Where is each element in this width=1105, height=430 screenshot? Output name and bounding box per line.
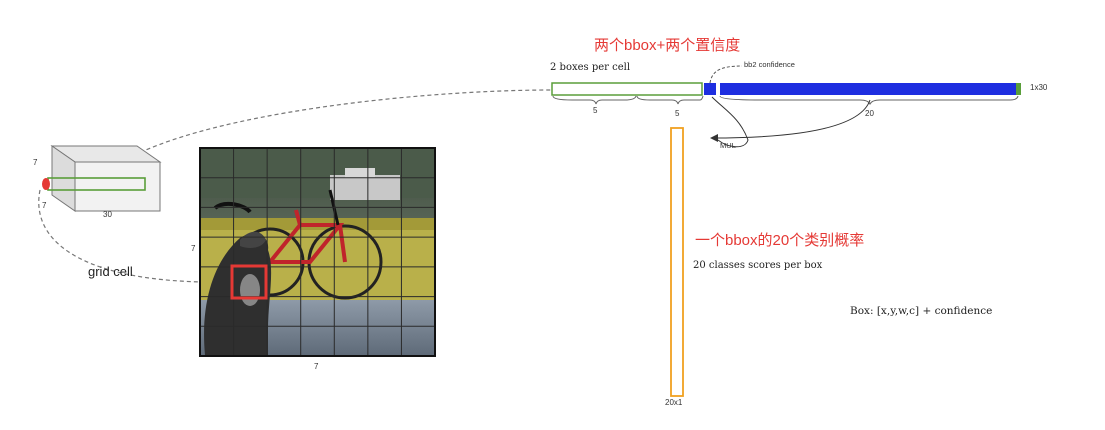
- class-scores-segment-blue: [720, 83, 1018, 95]
- dog-bicycle-photo: [200, 148, 435, 356]
- boxes-per-cell-label: 2 boxes per cell: [550, 62, 631, 73]
- image-grid-border: [199, 147, 436, 357]
- cube-to-gridcell-connector: [38, 189, 206, 283]
- bbox-segment-green: [551, 82, 703, 96]
- segment-5a-label: 5: [593, 106, 598, 115]
- grid-left-label: 7: [191, 244, 196, 253]
- box-formula-label: Box: [x,y,w,c] + confidence: [850, 305, 993, 317]
- class-vector-size-label: 20x1: [665, 398, 683, 407]
- cube-height-label: 7: [33, 158, 38, 167]
- output-vector-bar: [551, 82, 1021, 96]
- vector-size-label: 1x30: [1030, 83, 1048, 92]
- vector-braces: [552, 95, 1019, 106]
- cube-depth-label: 7: [42, 201, 47, 210]
- top-annotation: 两个bbox+两个置信度: [594, 37, 741, 54]
- class-scores-label: 20 classes scores per box: [693, 260, 823, 271]
- bb2-confidence-pointer: [709, 65, 743, 84]
- cube-width-label: 30: [103, 210, 112, 219]
- output-tensor-cube: [42, 145, 162, 212]
- highlighted-grid-cell: [230, 264, 268, 300]
- cube-red-cell: [42, 178, 50, 190]
- bb2-confidence-label: bb2 confidence: [744, 60, 795, 69]
- segment-20-label: 20: [865, 109, 874, 118]
- segment-5b-label: 5: [675, 109, 680, 118]
- class-probability-vector: [670, 127, 684, 397]
- middle-annotation: 一个bbox的20个类别概率: [695, 232, 865, 249]
- mul-label: MUL: [720, 141, 736, 150]
- mul-arrow-curve: [710, 99, 871, 142]
- grid-bottom-label: 7: [314, 362, 319, 371]
- grid-cell-label: grid cell: [88, 264, 133, 279]
- confidence-segment-blue: [704, 83, 716, 95]
